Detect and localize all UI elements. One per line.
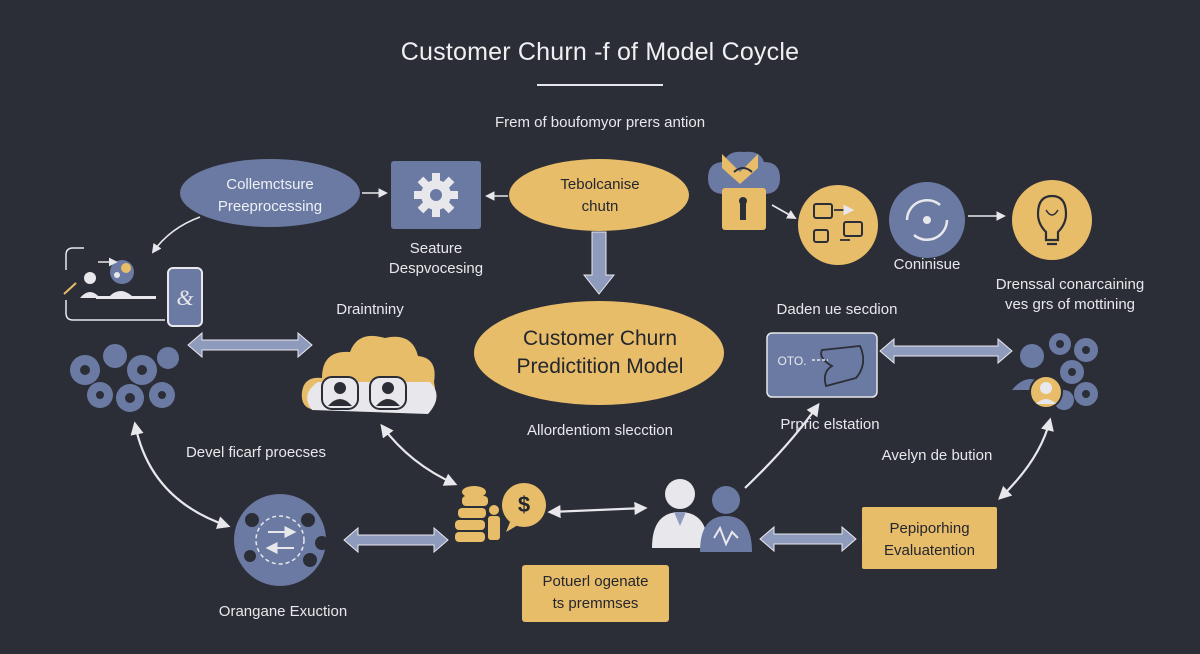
dremsal-label-1: Drenssal conarcaining <box>995 276 1145 293</box>
collect-preprocessing-node <box>180 159 360 227</box>
deploy-label-2: ts premmses <box>552 595 639 612</box>
lab-coat-icon <box>708 151 780 230</box>
churn-model-node <box>474 301 724 405</box>
double-arrow-screen-people <box>879 337 1013 365</box>
arrow-users-to-screen <box>744 402 820 489</box>
model-label-1: Customer Churn <box>522 327 678 350</box>
arrow-down-to-model <box>582 231 616 295</box>
evaluation-box <box>862 507 997 569</box>
users-icon <box>652 479 752 552</box>
prpric-label: Prpric elstation <box>780 416 880 433</box>
cloud-users-icon <box>301 335 437 414</box>
diagram-title: Customer Churn -f of Model Coycle <box>400 38 800 66</box>
double-arrow-exchange-coins <box>343 526 449 554</box>
feature-label-2: Despvocesing <box>388 260 484 277</box>
eval-label-2: Evaluatention <box>884 542 975 559</box>
arrow-eval-to-people <box>998 417 1054 500</box>
churn-target-node <box>509 159 689 231</box>
dollar-sign: $ <box>517 492 531 517</box>
tepol-label-1: Tebolcanise <box>560 176 640 193</box>
refresh-icon <box>889 182 965 258</box>
develop-label: Devel ficarf proecses <box>185 444 327 461</box>
collect-label-1: Collemctsure <box>226 176 314 193</box>
people-group-icon <box>63 247 165 321</box>
avelyn-label: Avelyn de bution <box>881 447 993 464</box>
arrow-coat-to-currency <box>771 204 797 219</box>
arrow-cloud-to-coins <box>380 423 458 486</box>
exchange-circle-icon <box>234 494 329 586</box>
gear-cluster-icon <box>70 344 179 412</box>
dremsal-label-2: ves grs of mottining <box>1004 296 1136 313</box>
tablet-icon: & <box>167 267 203 327</box>
feature-label-1: Seature <box>409 240 463 257</box>
daden-label: Daden ue secdion <box>776 301 898 318</box>
currency-exchange-icon <box>798 185 878 265</box>
svg-text:&: & <box>176 285 194 310</box>
algorithm-label: Allordentiom slecction <box>527 422 673 439</box>
draintiny-label: Draintniny <box>336 301 404 318</box>
double-arrow-gears-cloud <box>187 331 313 359</box>
double-arrow-users-eval <box>759 525 857 553</box>
orange-label: Orangane Exuction <box>218 603 348 620</box>
arrow-coins-to-users <box>547 501 648 519</box>
lightbulb-icon <box>1012 180 1092 260</box>
deploy-label-1: Potuerl ogenate <box>542 573 649 590</box>
eval-label-1: Pepiporhing <box>889 520 970 537</box>
coin-stack-icon <box>455 486 500 542</box>
diagram-subtitle: Frem of boufomyor prers antion <box>494 114 706 131</box>
gear-icon <box>391 161 481 229</box>
tepol-label-2: chutn <box>581 198 619 215</box>
screen-graph-icon <box>766 332 878 398</box>
arrow-gears-to-exchange <box>130 421 231 529</box>
gear-people-icon <box>1012 333 1098 410</box>
collect-label-2: Preeprocessing <box>217 198 323 215</box>
deploy-box <box>522 565 669 622</box>
dollar-bubble-icon <box>502 483 546 532</box>
screen-text: OTO. <box>777 354 807 368</box>
continue-label: Coninisue <box>893 256 961 273</box>
title-underline <box>537 84 663 86</box>
model-label-2: Predictition Model <box>516 355 684 378</box>
arrow-collect-to-people <box>151 216 201 254</box>
